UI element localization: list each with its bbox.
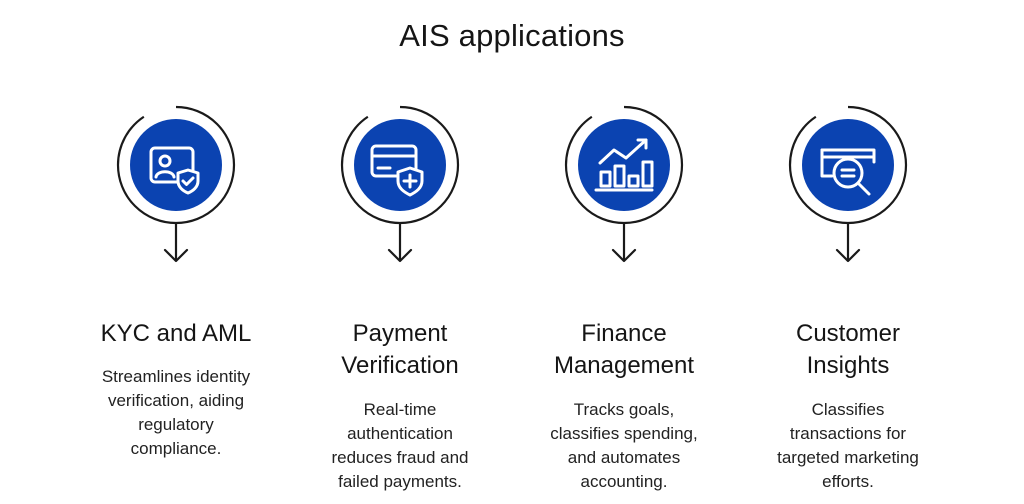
card-desc-line: efforts.	[822, 472, 874, 491]
card-desc-line: Classifies	[811, 400, 885, 419]
card-finance-management: Finance Management Tracks goals, classif…	[512, 0, 736, 504]
card-description: Tracks goals, classifies spending, and a…	[512, 398, 736, 494]
identity-shield-icon	[149, 146, 200, 195]
card-desc-line: transactions for	[789, 424, 907, 443]
card-graphic	[340, 105, 460, 263]
card-desc-line: classifies spending,	[550, 424, 698, 443]
card-shield-icon	[370, 144, 424, 197]
card-kyc-aml: KYC and AML Streamlines identity verific…	[64, 0, 288, 504]
card-description: Streamlines identity verification, aidin…	[64, 365, 288, 461]
card-graphic	[564, 105, 684, 263]
card-desc-line: Tracks goals,	[573, 400, 675, 419]
card-title-line: Payment	[352, 320, 448, 347]
card-desc-line: compliance.	[130, 439, 222, 458]
card-title-line: Finance	[581, 320, 667, 347]
card-description: Classifies transactions for targeted mar…	[736, 398, 960, 494]
icon-bg-circle	[354, 119, 446, 211]
arrow-head	[387, 248, 413, 263]
card-title-line: Verification	[341, 352, 459, 379]
arrow-head	[835, 248, 861, 263]
page-title: AIS applications	[399, 18, 625, 53]
card-title-line: Customer	[795, 320, 901, 347]
card-desc-line: reduces fraud and	[331, 448, 469, 467]
card-desc-line: failed payments.	[338, 472, 462, 491]
card-title-line: Insights	[806, 352, 890, 379]
card-desc-line: targeted marketing	[777, 448, 919, 467]
insights-magnifier-icon	[820, 148, 876, 196]
arrow-head	[163, 248, 189, 263]
arrow-head	[611, 248, 637, 263]
card-title-line: KYC and AML	[100, 320, 252, 347]
card-title: KYC and AML	[64, 318, 288, 350]
card-title: Customer Insights	[736, 318, 960, 382]
card-title: Finance Management	[512, 318, 736, 382]
card-desc-line: and automates	[567, 448, 681, 467]
card-customer-insights: Customer Insights Classifies transaction…	[736, 0, 960, 504]
card-desc-line: authentication	[347, 424, 453, 443]
card-desc-line: verification, aiding	[107, 391, 245, 410]
icon-bg-circle	[130, 119, 222, 211]
card-graphic	[116, 105, 236, 263]
card-desc-line: regulatory	[138, 415, 214, 434]
card-desc-line: Streamlines identity	[101, 367, 251, 386]
card-title: Payment Verification	[288, 318, 512, 382]
card-desc-line: Real-time	[363, 400, 437, 419]
card-title-line: Management	[553, 352, 695, 379]
card-payment-verification: Payment Verification Real-time authentic…	[288, 0, 512, 504]
growth-chart-icon	[594, 138, 654, 192]
card-desc-line: accounting.	[580, 472, 668, 491]
card-description: Real-time authentication reduces fraud a…	[288, 398, 512, 494]
card-graphic	[788, 105, 908, 263]
